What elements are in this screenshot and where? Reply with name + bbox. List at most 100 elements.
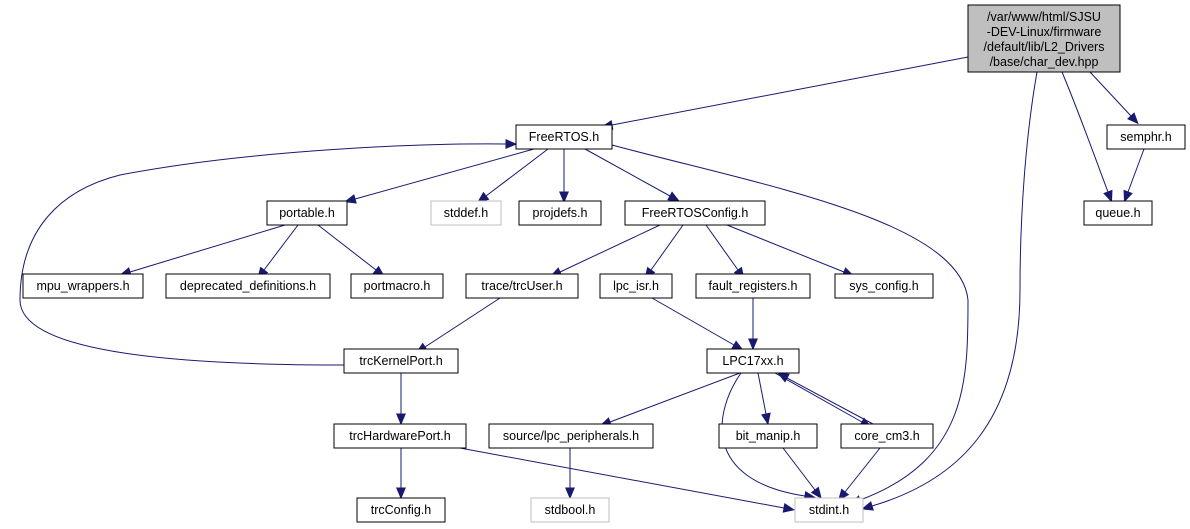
edge-freertos-portable-line: [354, 148, 535, 200]
node-label: mpu_wrappers.h: [36, 279, 129, 293]
edge-bitmanip-stdint-line: [782, 447, 816, 491]
edge-root-stdint: [861, 71, 1038, 511]
node-mpu-wrappers-h[interactable]: mpu_wrappers.h: [22, 273, 144, 299]
edge-semphr-queue-arrowhead: [1123, 189, 1133, 203]
node-semphr-h[interactable]: semphr.h: [1106, 124, 1186, 150]
node-fault-registers-h[interactable]: fault_registers.h: [695, 273, 811, 299]
edge-kernelport-freertos: [19, 139, 518, 366]
node-label: core_cm3.h: [854, 429, 919, 443]
edge-corecm3-lpc17xx-line: [786, 377, 874, 425]
edge-root-freertos-line: [611, 56, 969, 126]
edge-lpcisr-lpc17xx: [651, 297, 744, 351]
node-label: bit_manip.h: [736, 429, 801, 443]
node-core-cm3-h[interactable]: core_cm3.h: [840, 423, 934, 449]
root-line-4: /base/char_dev.hpp: [990, 55, 1099, 69]
edge-portable-portmacro-line: [317, 224, 377, 271]
node-sys-config-h[interactable]: sys_config.h: [834, 273, 934, 299]
edge-lpc17xx-lpcperipherals-stdbool-arrowhead: [565, 487, 575, 500]
node-label: queue.h: [1095, 206, 1140, 220]
node-label: stdint.h: [809, 503, 849, 517]
edge-corecm3-stdint-line: [844, 447, 881, 493]
edge-root-queue-line: [1061, 71, 1109, 193]
node-label: trcHardwarePort.h: [349, 429, 450, 443]
edge-config-lpcisr-line: [650, 224, 684, 271]
edge-kernelport-hardwareport-arrowhead: [396, 413, 406, 426]
node-lpc17xx-h[interactable]: LPC17xx.h: [706, 348, 800, 374]
edge-trcuser-kernelport-line: [424, 297, 501, 348]
node-label: semphr.h: [1120, 130, 1171, 144]
edge-kernelport-freertos-line: [19, 143, 507, 366]
node-lpc-isr-h[interactable]: lpc_isr.h: [599, 273, 673, 299]
edge-config-fault: [705, 224, 745, 280]
node-label: stddef.h: [444, 206, 489, 220]
edge-root-semphr: [1089, 71, 1139, 125]
node-bit-manip-h[interactable]: bit_manip.h: [718, 423, 818, 449]
node-trace-trcuser-h[interactable]: trace/trcUser.h: [465, 273, 579, 299]
node-label: LPC17xx.h: [722, 354, 783, 368]
edge-lpc17xx-peripherals: [599, 372, 741, 427]
edge-corecm3-lpc17xx: [777, 372, 874, 425]
edge-portable-mpu-line: [129, 224, 286, 273]
edge-config-lpcisr: [644, 224, 684, 280]
edge-freertos-projdefs: [559, 149, 569, 204]
node-label: projdefs.h: [533, 206, 588, 220]
edge-freertos-stddef: [477, 148, 549, 203]
edge-root-semphr-line: [1089, 71, 1132, 117]
edge-lpc17xx-bitmanip: [757, 372, 771, 426]
node-label: deprecated_definitions.h: [180, 279, 316, 293]
edge-kernelport-hardwareport: [396, 373, 406, 426]
node-label: FreeRTOSConfig.h: [642, 206, 749, 220]
edge-root-semphr-arrowhead: [1127, 112, 1139, 125]
edge-hardwareport-stdint-line: [459, 447, 785, 509]
node-trchardwareport-h[interactable]: trcHardwarePort.h: [333, 423, 467, 449]
edge-corecm3-stdint: [837, 447, 881, 501]
node-stdint-h[interactable]: stdint.h: [794, 497, 864, 523]
node-trckernelport-h[interactable]: trcKernelPort.h: [343, 348, 459, 374]
node-label: portable.h: [279, 206, 335, 220]
edge-freertos-portable-arrowhead: [344, 194, 357, 204]
node-trcconfig-h[interactable]: trcConfig.h: [356, 497, 446, 523]
edge-trcuser-kernelport: [415, 297, 501, 354]
node-portable-h[interactable]: portable.h: [266, 200, 348, 226]
node-label: trace/trcUser.h: [481, 279, 562, 293]
node-stdbool-h[interactable]: stdbool.h: [530, 497, 610, 523]
edge-config-trcuser: [549, 224, 661, 277]
edge-portable-deprecated-line: [263, 224, 299, 271]
node-freertos-h[interactable]: FreeRTOS.h: [515, 124, 613, 150]
edge-portable-deprecated: [257, 224, 299, 280]
node-source-lpc-peripherals-h[interactable]: source/lpc_peripherals.h: [488, 423, 654, 449]
edge-lpc17xx-lpcperipherals-stdbool: [565, 448, 575, 500]
edge-config-fault-line: [705, 224, 739, 271]
node-deprecated-definitions-h[interactable]: deprecated_definitions.h: [165, 273, 331, 299]
edge-kernelport-freertos-arrowhead: [505, 139, 518, 149]
node-label: trcKernelPort.h: [359, 354, 442, 368]
root-line-3: /default/lib/L2_Drivers: [984, 40, 1105, 54]
node-label: portmacro.h: [364, 279, 431, 293]
edge-freertos-stdint: [611, 144, 969, 505]
edge-hardwareport-trcconfig-arrowhead: [396, 487, 406, 500]
node-char-dev-hpp[interactable]: /var/www/html/SJSU -DEV-Linux/firmware /…: [967, 4, 1121, 73]
nodes: /var/www/html/SJSU -DEV-Linux/firmware /…: [22, 4, 1186, 523]
node-label: fault_registers.h: [709, 279, 798, 293]
edge-freertos-projdefs-arrowhead: [559, 191, 569, 204]
edge-lpc17xx-corecm3-line: [774, 372, 863, 423]
edge-freertos-freertosconfig-line: [584, 148, 671, 197]
edge-freertos-freertosconfig: [584, 148, 680, 202]
node-queue-h[interactable]: queue.h: [1083, 200, 1153, 226]
edge-freertos-stdint-line: [611, 144, 969, 501]
node-stddef-h[interactable]: stddef.h: [430, 200, 502, 226]
node-projdefs-h[interactable]: projdefs.h: [518, 200, 602, 226]
edge-lpc17xx-corecm3: [774, 372, 872, 428]
edge-hardwareport-stdint: [459, 447, 796, 513]
node-label: source/lpc_peripherals.h: [503, 429, 639, 443]
edge-fault-lpc17xx-arrowhead: [748, 338, 758, 351]
edge-semphr-queue-line: [1127, 148, 1145, 193]
edge-root-queue: [1061, 71, 1113, 203]
root-line-2: -DEV-Linux/firmware: [987, 25, 1102, 39]
edge-config-sysconfig-line: [726, 224, 845, 273]
node-portmacro-h[interactable]: portmacro.h: [350, 273, 444, 299]
node-freertosconfig-h[interactable]: FreeRTOSConfig.h: [624, 200, 766, 226]
edge-freertos-freertosconfig-arrowhead: [667, 191, 680, 202]
edge-root-freertos: [600, 56, 969, 130]
